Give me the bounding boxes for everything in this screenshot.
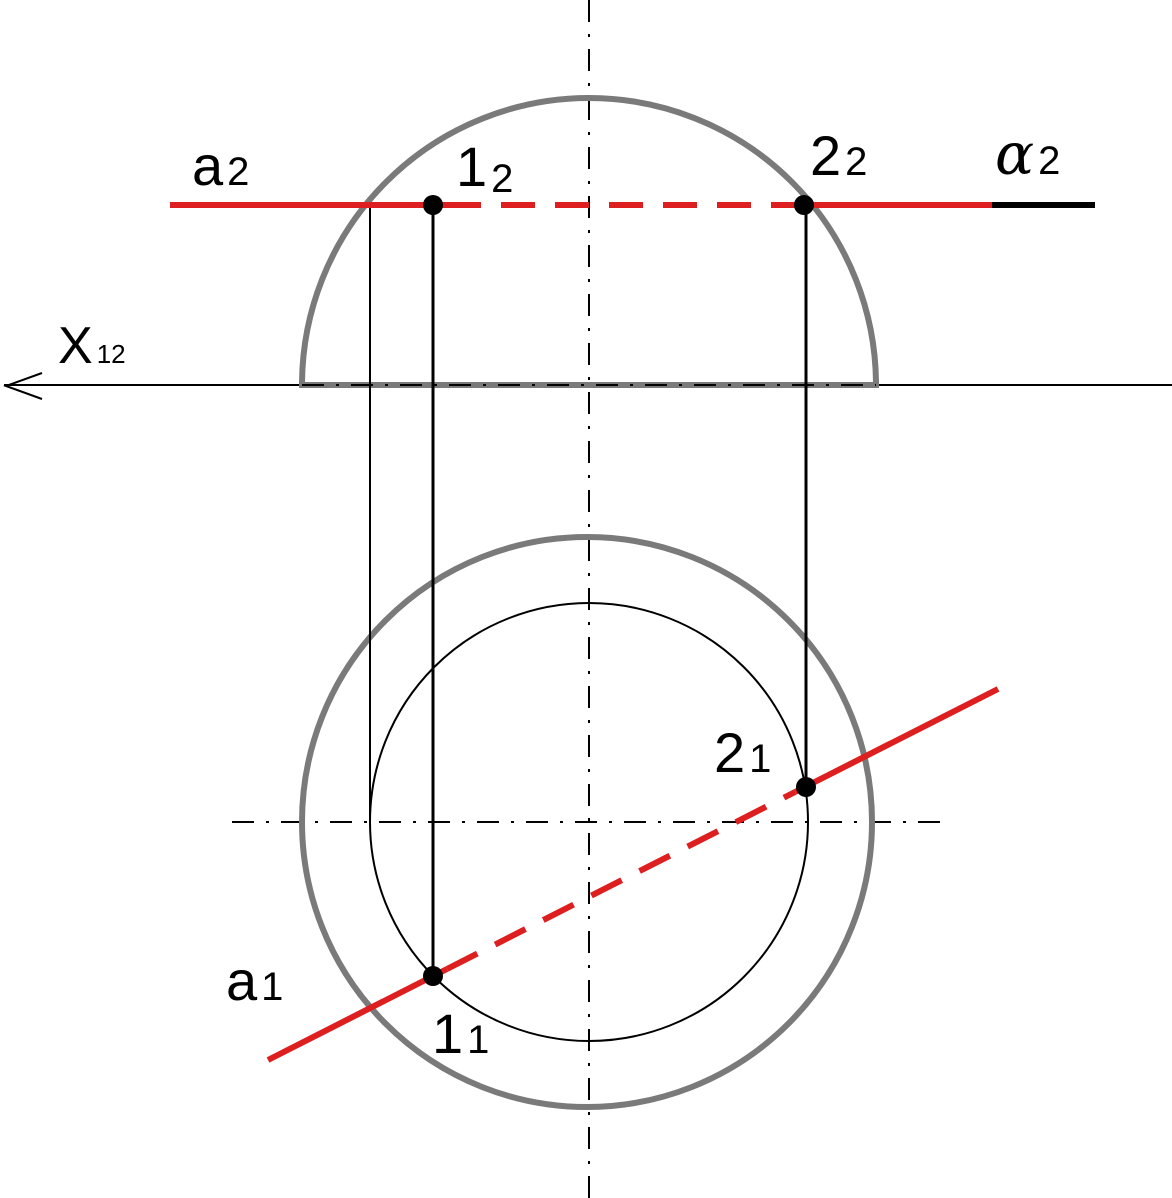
- label-a1-sub: 1: [261, 965, 283, 1009]
- axis-arrowhead: [3, 372, 43, 400]
- label-alpha2-sub: 2: [1038, 139, 1060, 183]
- label-alpha2-main: α: [995, 120, 1034, 188]
- label-point-2-1-sub: 1: [749, 737, 771, 781]
- point-2-1: [796, 777, 816, 797]
- label-a1-main: a: [226, 949, 258, 1012]
- label-a2-sub: 2: [227, 150, 249, 194]
- label-a2: a 2: [192, 134, 249, 197]
- label-point-2-1: 2 1: [714, 721, 771, 784]
- label-a2-main: a: [192, 134, 224, 197]
- label-a1: a 1: [226, 949, 283, 1012]
- label-point-2-2-main: 2: [810, 124, 841, 187]
- point-2-2: [794, 195, 814, 215]
- label-alpha2: α 2: [995, 120, 1060, 188]
- label-point-2-2: 2 2: [810, 124, 867, 187]
- point-1-1: [423, 966, 443, 986]
- outer-circle: [299, 534, 875, 1110]
- line-a1-solid-lower: [266, 966, 449, 1063]
- label-point-1-1-main: 1: [432, 1002, 463, 1065]
- label-axis-x12-sub: 12: [97, 339, 126, 369]
- line-a1-hidden: [445, 789, 797, 972]
- label-axis-x12: X 12: [58, 317, 126, 375]
- label-point-1-2-sub: 2: [491, 157, 513, 201]
- label-point-1-2: 1 2: [456, 135, 513, 201]
- label-point-1-1: 1 1: [432, 1002, 489, 1065]
- label-point-1-2-main: 1: [456, 135, 487, 198]
- label-point-2-2-sub: 2: [845, 140, 867, 184]
- line-a1-solid-upper: [793, 686, 1000, 795]
- hemisphere-outline: [298, 95, 880, 388]
- label-axis-x12-main: X: [58, 317, 93, 375]
- label-point-1-1-sub: 1: [467, 1018, 489, 1062]
- label-point-2-1-main: 2: [714, 721, 745, 784]
- point-1-2: [423, 195, 443, 215]
